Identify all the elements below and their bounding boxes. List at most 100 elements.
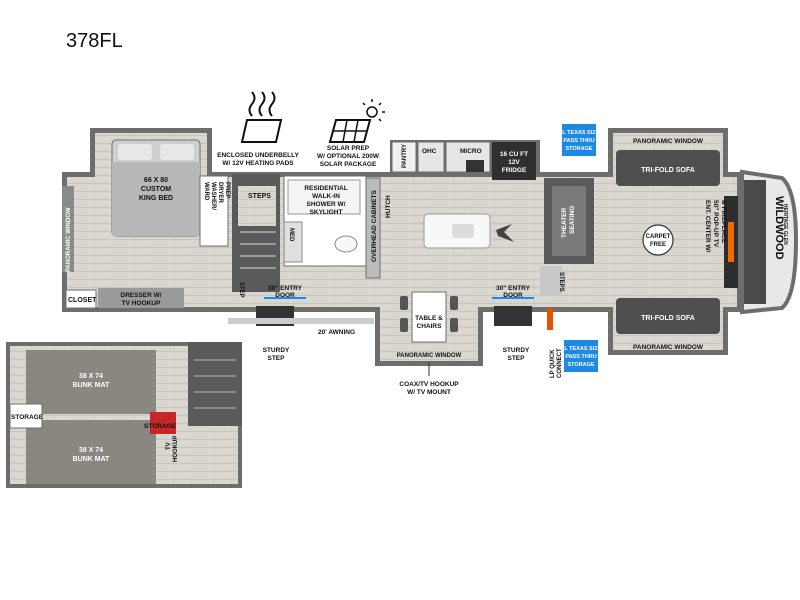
fridge <box>492 142 536 180</box>
solar-label-2: W/ OPTIONAL 200W <box>317 153 380 160</box>
solar-label-3: SOLAR PACKAGE <box>320 161 377 168</box>
xl-storage-top <box>562 124 596 156</box>
xl-storage-bottom <box>564 340 598 372</box>
sturdy-step-left-label-1: STURDY <box>263 347 290 354</box>
entry-door-right-label-2: DOOR <box>503 292 523 299</box>
ohc-label: OHC <box>422 148 437 155</box>
shower-label-3: SHOWER W/ <box>307 201 346 208</box>
underbelly-label-1: ENCLOSED UNDERBELLY <box>217 152 299 159</box>
overhead-label: OVERHEAD CABINETS <box>371 189 378 262</box>
panoramic-window-bottom-label: PANORAMIC WINDOW <box>633 344 704 351</box>
bed-label-2: CUSTOM <box>141 186 171 193</box>
shower-label-1: RESIDENTIAL <box>304 185 347 192</box>
bunk-mat-bottom <box>26 420 156 484</box>
theater-label-1: THEATER <box>561 207 568 238</box>
medicine-cabinet <box>283 221 303 263</box>
tv-hookup-label-1: TV <box>166 442 172 450</box>
wardrobe <box>199 175 229 247</box>
brand-logo: WILDWOOD <box>773 196 785 260</box>
kitchen: PANTRY OHC MICRO 16 CU FT 12V FRIDGE <box>391 141 536 249</box>
dresser <box>98 288 184 308</box>
awning-label: 20' AWNING <box>318 329 355 336</box>
shower-label-4: SKYLIGHT <box>310 209 343 216</box>
feature-callouts: ENCLOSED UNDERBELLY W/ 12V HEATING PADS … <box>217 91 385 168</box>
entry-door-left-label-2: DOOR <box>275 292 295 299</box>
bunk-top-label-1: 38 X 74 <box>79 373 103 380</box>
bath: STEPS STEP RESIDENTIAL WALK-IN SHOWER W/… <box>232 174 392 298</box>
step-left-label: STEP <box>238 282 244 298</box>
pillow-left <box>118 144 152 160</box>
ohc <box>417 141 445 173</box>
bunk-bottom-label-2: BUNK MAT <box>73 456 111 463</box>
island-stool <box>496 224 514 242</box>
bunk-bottom-label-1: 38 X 74 <box>79 447 103 454</box>
sturdy-step-right-label-1: STURDY <box>503 347 530 354</box>
ent-center-label-3: & FIREPLACE <box>720 200 727 244</box>
xl-storage-top-label-3: STORAGE <box>565 146 592 152</box>
entry-area: 30" ENTRY DOOR STURDY STEP 20' AWNING TA… <box>228 285 534 396</box>
loft-storage-right <box>150 412 176 434</box>
xl-storage-bottom-label-3: STORAGE <box>567 362 594 368</box>
bunk-mat-top <box>26 350 156 414</box>
lp-label-2: CONNECT <box>557 348 563 378</box>
ent-center-label-2: 50" POP-UP TV <box>712 200 719 248</box>
washer-label-3: DRYER <box>217 182 223 203</box>
steps-right-label: STEPS <box>558 272 564 292</box>
fridge-label-1: 16 CU FT <box>500 151 528 158</box>
panoramic-window-left-label: PANORAMIC WINDOW <box>66 207 72 272</box>
coax-label-1: COAX/TV HOOKUP <box>399 381 459 388</box>
hutch-label: HUTCH <box>385 195 392 218</box>
med-label: MED <box>288 228 294 242</box>
theater-label-2: SEATING <box>569 206 576 234</box>
heat-pads-icon <box>240 91 283 143</box>
model-title: 378FL <box>66 30 123 52</box>
xl-storage-top-label-2: PASS THRU <box>563 138 594 144</box>
loft: 38 X 74 BUNK MAT 38 X 74 BUNK MAT STORAG… <box>6 342 242 488</box>
xl-storage-bottom-label-1: XL TEXAS SIZE <box>561 346 602 352</box>
underbelly-label-2: W/ 12V HEATING PADS <box>222 160 294 167</box>
table-label-2: CHAIRS <box>417 323 443 330</box>
xl-storage-top-label-1: XL TEXAS SIZE <box>559 130 600 136</box>
steps-right <box>540 266 562 296</box>
sofa-bottom-label: TRI-FOLD SOFA <box>641 315 695 322</box>
washer-label-2: WASHER/ <box>210 182 216 210</box>
fridge-label-3: FRIDGE <box>502 167 527 174</box>
closet-label: CLOSET <box>68 297 97 304</box>
bunk-top-label-2: BUNK MAT <box>73 382 111 389</box>
closet <box>65 289 97 309</box>
entry-door-left-label-1: 30" ENTRY <box>268 285 303 292</box>
tri-fold-sofa-top <box>616 150 720 186</box>
pantry-label: PANTRY <box>402 144 408 168</box>
entry-door-right-label-1: 30" ENTRY <box>496 285 531 292</box>
living-area: THEATER SEATING STEPS LP QUICK CONNECT X… <box>540 124 788 378</box>
xl-storage-bottom-label-2: PASS THRU <box>565 354 596 360</box>
micro-label: MICRO <box>460 148 482 155</box>
pillow-right <box>160 144 194 160</box>
solar-label-1: SOLAR PREP <box>327 145 370 152</box>
loft-stairs <box>188 342 242 426</box>
solar-panel-icon <box>328 99 385 143</box>
sofa-top-label: TRI-FOLD SOFA <box>641 167 695 174</box>
toilet <box>334 235 358 253</box>
ent-center-label-1: ENT. CENTER W/ <box>704 200 711 253</box>
overhead-cabinets <box>365 177 381 279</box>
sturdy-step-right <box>494 306 532 326</box>
carpet-free-label-2: FREE <box>650 242 666 248</box>
carpet-free-icon <box>642 224 674 256</box>
panoramic-window-mid-label: PANORAMIC WINDOW <box>397 353 462 359</box>
dresser-label-1: DRESSER W/ <box>120 292 161 299</box>
fridge-label-2: 12V <box>508 159 520 166</box>
pantry <box>391 141 417 173</box>
shower-label-2: WALK-IN <box>312 193 340 200</box>
dresser-label-2: TV HOOKUP <box>122 300 161 307</box>
steps-upper-label: STEPS <box>248 193 271 200</box>
awning <box>228 318 374 324</box>
brand-sub-logo: HERITAGE GLEN <box>782 204 788 245</box>
tri-fold-sofa-bottom <box>616 298 720 334</box>
washer-label-4: PREP <box>224 182 230 198</box>
walk-in-shower <box>287 179 361 215</box>
table <box>411 291 447 343</box>
washer-label-1: WARD <box>203 182 209 201</box>
table-label-1: TABLE & <box>415 315 443 322</box>
